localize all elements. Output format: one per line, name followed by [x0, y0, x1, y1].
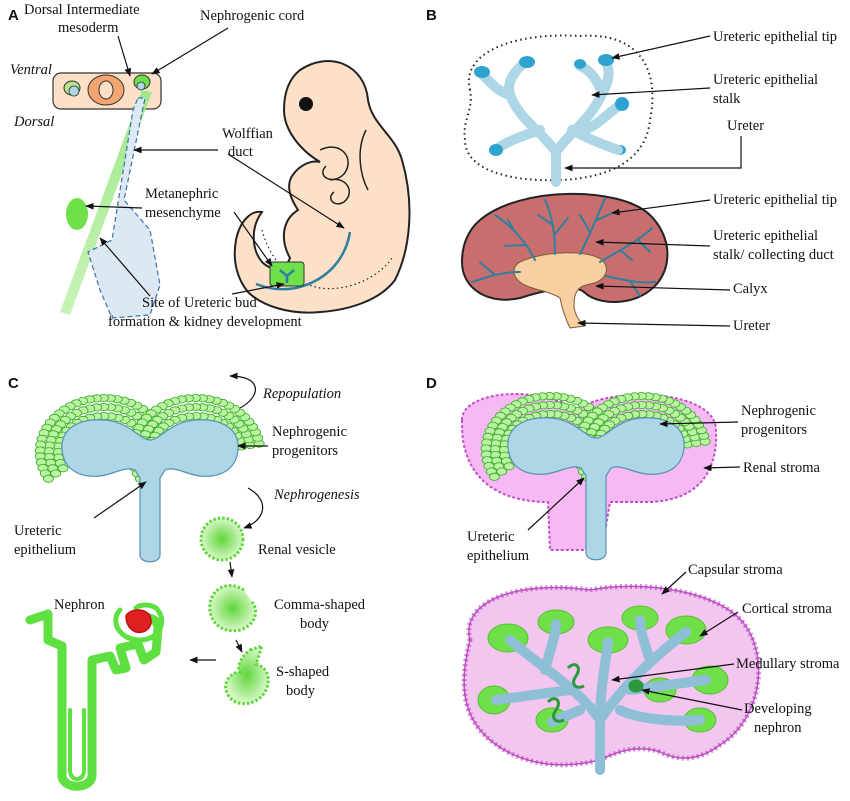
label-d-ureteric-1: Ureteric — [467, 529, 515, 545]
label-c-s-2: body — [286, 683, 316, 699]
progenitor-cell — [50, 469, 62, 478]
arrow-dorsal-intermediate — [117, 35, 132, 77]
ureteric-tree — [474, 54, 629, 187]
arrow-d-progenitors — [659, 420, 739, 428]
label-site-1: Site of Ureteric bud — [142, 295, 258, 311]
arrow-wolffian-right — [227, 153, 345, 229]
label-d-cortical-stroma: Cortical stroma — [742, 601, 832, 617]
d-ureteric-tree-lower — [491, 615, 711, 775]
arrow-d-cortical — [699, 611, 739, 637]
c-renal-vesicle — [199, 516, 245, 562]
arrow-metanephric-right — [233, 211, 273, 267]
arrow-nephrogenic-cord — [151, 27, 229, 75]
label-c-nephrogenesis: Nephrogenesis — [273, 487, 360, 503]
label-b-ureter-bottom: Ureter — [733, 318, 770, 334]
label-c-s-1: S-shaped — [276, 664, 330, 680]
wolffian-duct-shape — [87, 97, 161, 319]
label-b-tip-bottom: Ureteric epithelial tip — [713, 192, 837, 208]
arrow-b-ureter-bottom — [577, 319, 731, 327]
embryo — [233, 60, 411, 314]
arrow-vesicle-to-comma — [227, 561, 235, 578]
arrow-comma-to-s — [235, 639, 243, 653]
c-progenitor-cells — [34, 393, 265, 483]
panel-letter-d: D — [426, 375, 437, 392]
label-nephrogenic-cord: Nephrogenic cord — [200, 8, 305, 24]
panel-letter-c: C — [8, 375, 19, 392]
label-metanephric-1: Metanephric — [145, 186, 218, 202]
label-c-renal-vesicle: Renal vesicle — [258, 542, 336, 558]
label-b-ureter-top: Ureter — [727, 118, 764, 134]
arrow-site-right — [231, 282, 285, 295]
arrow-b-tip-top — [611, 35, 711, 60]
progenitor-cell — [488, 472, 500, 481]
label-d-developing-1: Developing — [744, 701, 812, 717]
arrow-nephrogenesis — [243, 487, 264, 529]
label-c-ureteric-1: Ureteric — [14, 523, 62, 539]
label-b-tip-top: Ureteric epithelial tip — [713, 29, 837, 45]
arrow-c-ureteric — [93, 481, 147, 519]
arrow-b-calyx — [595, 282, 731, 291]
c-comma-body — [208, 584, 257, 633]
c-ureteric-epithelium-shape — [61, 419, 239, 563]
progenitor-cell — [496, 467, 508, 476]
arrow-d-medullary — [611, 663, 735, 683]
label-b-stalk-duct-2: stalk/ collecting duct — [713, 247, 834, 263]
cross-section — [52, 72, 162, 110]
label-d-renal-stroma: Renal stroma — [743, 460, 820, 476]
progenitor-cell — [43, 474, 54, 483]
label-dorsal-intermediate-2: mesoderm — [58, 20, 119, 36]
d-ureteric-epithelium-top — [507, 417, 685, 561]
arrow-b-ureter-top — [564, 136, 742, 172]
label-c-repopulation: Repopulation — [262, 386, 341, 402]
label-d-progenitors-1: Nephrogenic — [741, 403, 816, 419]
arrow-b-tip-bottom — [611, 199, 711, 216]
panel-c: C Repopulation — [8, 372, 366, 791]
label-c-comma-2: body — [300, 616, 330, 632]
arrow-b-stalk-duct — [595, 238, 711, 247]
label-dorsal-intermediate-1: Dorsal Intermediate — [24, 2, 140, 18]
arrow-b-stalk — [591, 87, 711, 98]
c-s-body — [224, 643, 270, 706]
metanephric-mesenchyme-shape — [66, 198, 88, 230]
label-c-comma-1: Comma-shaped — [274, 597, 366, 613]
arrow-d-renal-stroma — [703, 464, 741, 472]
label-c-ureteric-2: epithelium — [14, 542, 77, 558]
panel-a: A — [8, 2, 411, 330]
label-d-medullary-stroma: Medullary stroma — [736, 656, 840, 672]
kidney — [460, 192, 669, 329]
label-site-2: formation & kidney development — [108, 314, 302, 330]
label-dorsal: Dorsal — [13, 114, 54, 130]
arrow-d-ureteric — [527, 477, 585, 531]
label-ventral: Ventral — [10, 62, 52, 78]
label-wolffian-2: duct — [228, 144, 253, 160]
label-b-calyx: Calyx — [733, 281, 768, 297]
label-c-progenitors-2: progenitors — [272, 443, 338, 459]
arrow-repopulation — [229, 372, 257, 409]
label-b-stalk-duct-1: Ureteric epithelial — [713, 228, 818, 244]
arrow-metanephric-left — [85, 202, 143, 210]
label-b-stalk-2: stalk — [713, 91, 741, 107]
panel-letter-b: B — [426, 7, 437, 24]
c-nephron — [25, 602, 164, 791]
arrow-d-developing — [641, 688, 743, 711]
panel-b: B — [426, 7, 837, 334]
label-d-developing-2: nephron — [754, 720, 802, 736]
d-developing-nephrons — [546, 663, 644, 723]
label-metanephric-2: mesenchyme — [145, 205, 221, 221]
bud-outline — [463, 34, 654, 182]
label-d-ureteric-2: epithelium — [467, 548, 530, 564]
label-wolffian-1: Wolffian — [222, 126, 274, 142]
label-d-capsular-stroma: Capsular stroma — [688, 562, 783, 578]
arrow-d-capsular — [661, 571, 687, 595]
panel-letter-a: A — [8, 7, 19, 24]
label-b-stalk-1: Ureteric epithelial — [713, 72, 818, 88]
label-d-progenitors-2: progenitors — [741, 422, 807, 438]
arrow-site-left — [99, 237, 151, 297]
label-c-nephron: Nephron — [54, 597, 105, 613]
label-c-progenitors-1: Nephrogenic — [272, 424, 347, 440]
panel-d: D Nephrogenic progeni — [426, 375, 840, 775]
